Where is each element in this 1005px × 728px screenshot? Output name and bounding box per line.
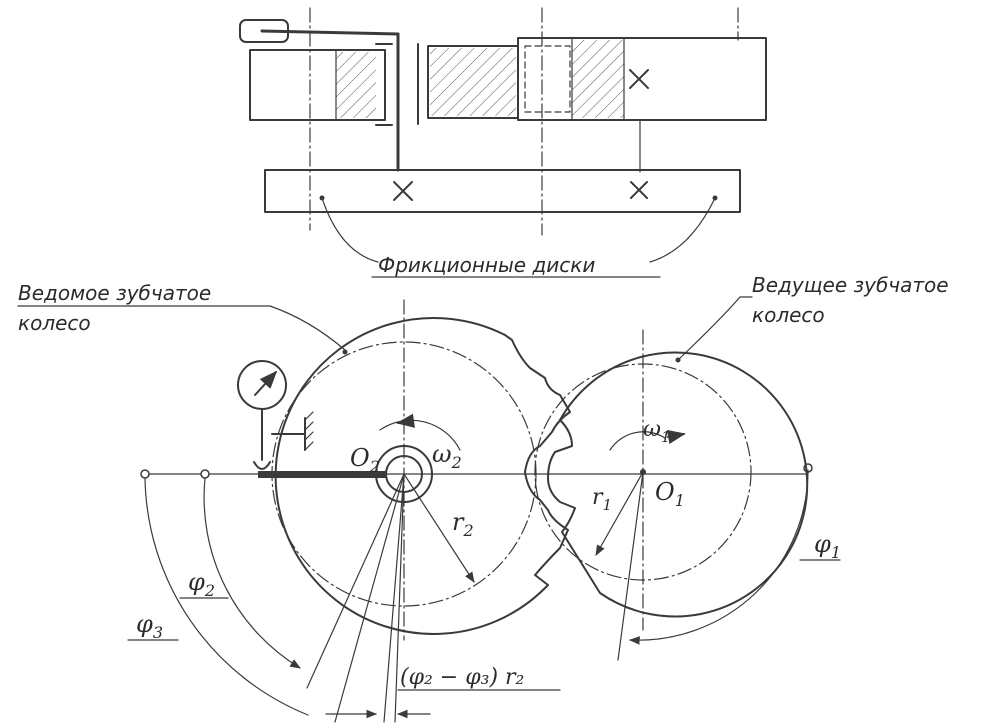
dial-indicator	[237, 360, 386, 478]
phi1-arc	[628, 469, 809, 645]
leader-right	[649, 197, 716, 263]
axis-end-left	[140, 469, 150, 479]
r1-arrow	[595, 471, 644, 556]
right-cross-2	[629, 69, 649, 89]
right-gear-block	[517, 37, 767, 121]
driven-gear-label-line1: Ведомое зубчатое	[18, 281, 211, 305]
phi2-symbol: φ2	[188, 568, 215, 600]
phi1-radius	[617, 471, 644, 661]
omega1-symbol: ω1	[643, 417, 671, 446]
stand-hatch-1	[304, 411, 314, 421]
radius-ref-1	[383, 473, 405, 723]
o2-symbol: O2	[350, 444, 380, 476]
axis-point-phi2	[200, 469, 210, 479]
stand-hatch-4	[304, 441, 314, 451]
right-hatch	[572, 40, 624, 118]
omega1-arrow	[666, 429, 686, 445]
driving-gear-outline	[547, 351, 809, 618]
dial-tip	[253, 461, 271, 470]
omega2-symbol: ω2	[432, 440, 462, 472]
driven-gear	[271, 299, 571, 723]
base-cross-right-2	[630, 181, 648, 199]
r1-symbol: r1	[592, 485, 612, 514]
handle-rod	[260, 29, 400, 36]
phi2-arc	[203, 477, 301, 669]
top-assembly	[239, 7, 767, 263]
base-bar	[264, 169, 741, 213]
radius-phi2	[306, 473, 405, 689]
r2-arrow	[403, 473, 475, 583]
omega2-arrow	[396, 413, 416, 428]
middle-hatch	[430, 48, 516, 116]
base-cross-left-2	[393, 181, 413, 201]
driven-gear-leader	[17, 305, 346, 351]
driven-gear-leader-dot	[342, 349, 348, 355]
lever-arm	[258, 471, 386, 478]
leader-left	[321, 197, 379, 263]
dial-needle	[254, 370, 278, 396]
diff-expression: (φ₂ − φ₃) r₂	[400, 665, 524, 690]
radius-phi3	[334, 473, 405, 723]
phi1-symbol: φ1	[814, 530, 841, 562]
driving-gear-label-line2: колесо	[752, 303, 825, 327]
driving-gear-leader	[677, 296, 753, 361]
omega1-arc	[609, 431, 666, 451]
stand-hatch-2	[304, 421, 314, 431]
phi3-arc	[144, 477, 309, 716]
phi3-symbol: φ3	[136, 610, 163, 642]
o1-symbol: O1	[655, 478, 685, 510]
omega2-arc	[379, 419, 461, 451]
friction-discs-label: Фрикционные диски	[378, 253, 595, 277]
driving-gear	[534, 329, 809, 661]
dial-gauge	[237, 360, 287, 410]
right-dashed-insert	[524, 45, 571, 113]
driving-gear-label-line1: Ведущее зубчатое	[752, 273, 949, 297]
radius-ref-2	[394, 473, 405, 723]
stand-hatch-3	[304, 431, 314, 441]
left-hatch	[336, 52, 376, 118]
r2-symbol: r2	[452, 508, 474, 540]
driven-gear-label-line2: колесо	[18, 311, 91, 335]
left-gear-block	[249, 49, 386, 121]
driving-gear-leader-dot	[675, 357, 681, 363]
